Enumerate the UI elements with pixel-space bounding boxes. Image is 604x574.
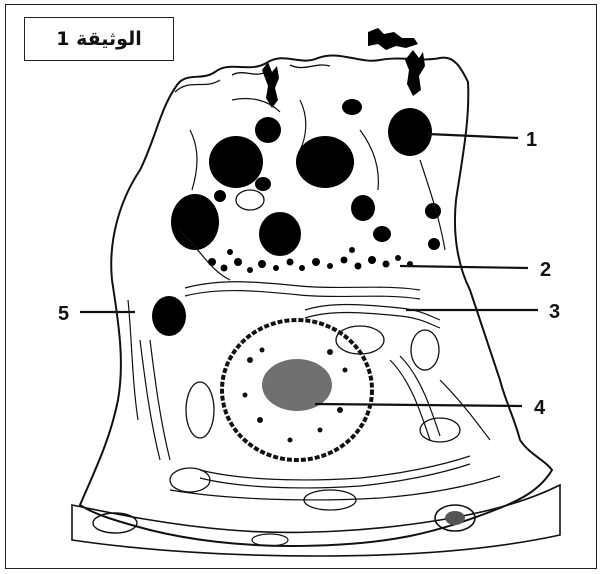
label-2: 2 <box>540 259 551 281</box>
golgi-granules <box>208 247 413 273</box>
label-3: 3 <box>549 301 560 323</box>
label-4: 4 <box>534 397 546 419</box>
cell-membrane <box>80 55 552 546</box>
label-1: 1 <box>526 129 537 151</box>
label-5: 5 <box>58 303 69 325</box>
secretion-granules <box>152 28 441 336</box>
